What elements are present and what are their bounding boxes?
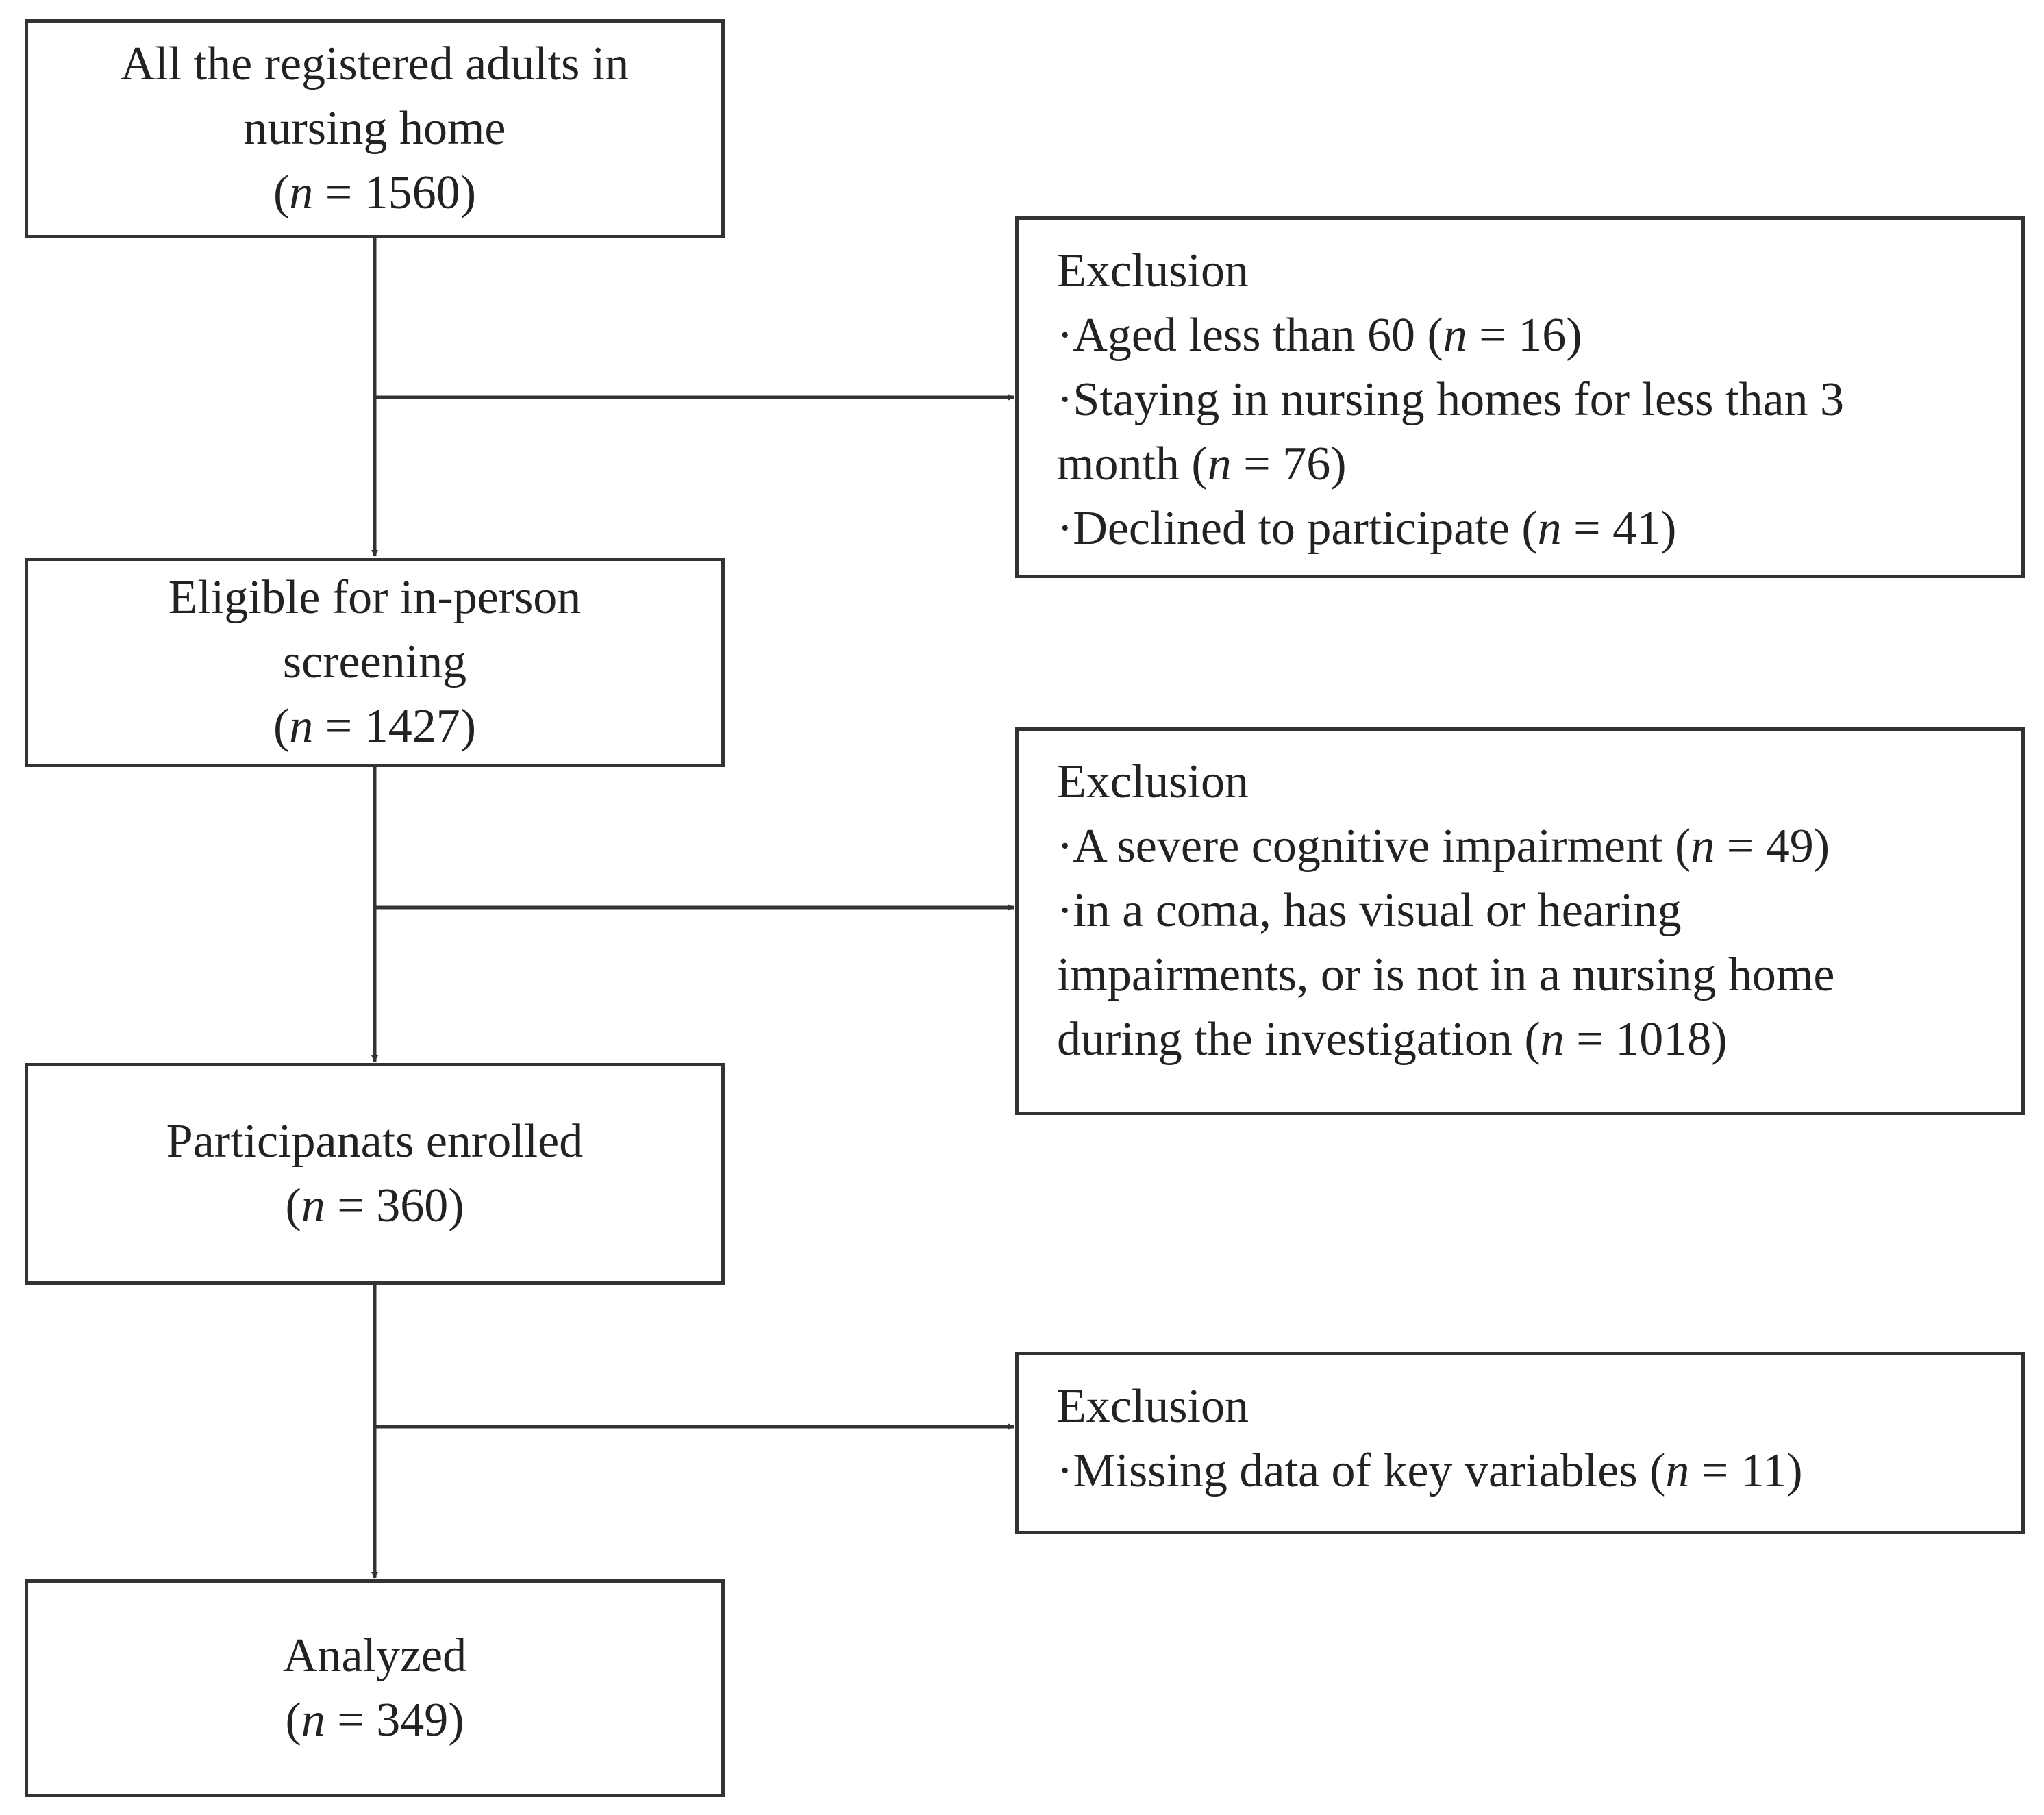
box-line: All the registered adults in bbox=[120, 38, 630, 90]
exclusion-item-cont: during the investigation (n = 1018) bbox=[1057, 1013, 1728, 1066]
box-eligible-screening: Eligible for in-person screening (n = 14… bbox=[25, 558, 725, 767]
box-count: (n = 349) bbox=[285, 1694, 464, 1747]
exclusion-box-2: Exclusion ·A severe cognitive impairment… bbox=[1015, 727, 2025, 1115]
box-registered-adults: All the registered adults in nursing hom… bbox=[25, 19, 725, 238]
exclusion-title: Exclusion bbox=[1057, 245, 1249, 297]
exclusion-box-3: Exclusion ·Missing data of key variables… bbox=[1015, 1352, 2025, 1534]
exclusion-item: ·A severe cognitive impairment (n = 49) bbox=[1057, 820, 1830, 873]
box-line: Eligible for in-person bbox=[168, 571, 582, 624]
box-analyzed: Analyzed (n = 349) bbox=[25, 1579, 725, 1797]
box-count: (n = 360) bbox=[285, 1179, 464, 1232]
box-participants-enrolled: Participanats enrolled (n = 360) bbox=[25, 1063, 725, 1285]
exclusion-item: ·Aged less than 60 (n = 16) bbox=[1057, 309, 1582, 362]
exclusion-item-cont: month (n = 76) bbox=[1057, 438, 1347, 490]
exclusion-item: ·in a coma, has visual or hearing bbox=[1057, 884, 1682, 937]
exclusion-box-1: Exclusion ·Aged less than 60 (n = 16) ·S… bbox=[1015, 216, 2025, 578]
exclusion-item: ·Declined to participate (n = 41) bbox=[1057, 502, 1677, 555]
exclusion-title: Exclusion bbox=[1057, 1380, 1249, 1433]
box-count: (n = 1560) bbox=[273, 166, 477, 219]
box-line: screening bbox=[282, 636, 467, 688]
box-line: Participanats enrolled bbox=[166, 1115, 584, 1168]
box-line: nursing home bbox=[243, 102, 506, 155]
exclusion-item-cont: impairments, or is not in a nursing home bbox=[1057, 949, 1835, 1001]
exclusion-item: ·Staying in nursing homes for less than … bbox=[1057, 373, 1845, 426]
exclusion-item: ·Missing data of key variables (n = 11) bbox=[1057, 1444, 1803, 1497]
box-count: (n = 1427) bbox=[273, 700, 477, 753]
exclusion-title: Exclusion bbox=[1057, 755, 1249, 808]
box-line: Analyzed bbox=[282, 1629, 467, 1682]
